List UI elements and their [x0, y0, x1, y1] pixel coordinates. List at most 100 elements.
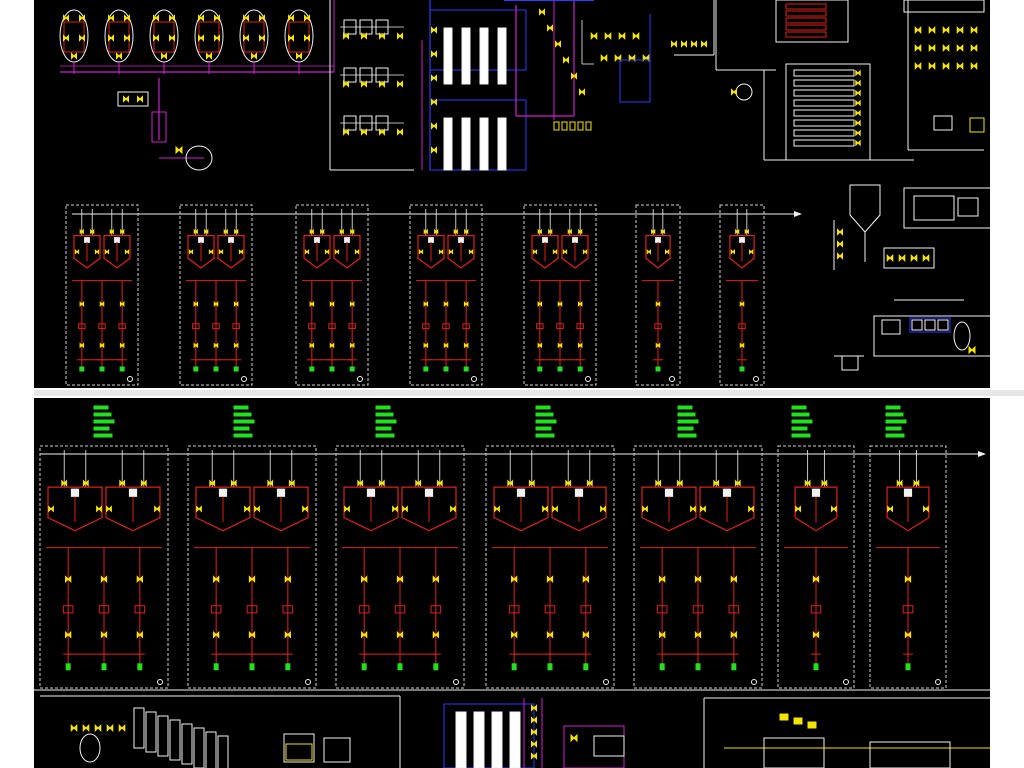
valve-icon [378, 479, 385, 487]
valve-icon [577, 342, 583, 349]
valve-icon [511, 575, 518, 583]
valve-icon [494, 505, 500, 513]
valve-icon [188, 248, 194, 255]
pump-icon [654, 323, 662, 330]
valve-icon [284, 575, 291, 583]
pump-icon [462, 323, 470, 330]
valve-icon [730, 630, 737, 639]
spec-label [233, 433, 253, 438]
filter-press [903, 187, 990, 229]
valve-icon [193, 342, 199, 349]
tank-icon [73, 235, 101, 269]
valve-icon [74, 248, 80, 255]
valve-icon [431, 122, 437, 130]
process-unit-double [187, 445, 317, 689]
pump-icon [544, 605, 556, 614]
unit-number-marker [127, 376, 133, 382]
process-unit-single [719, 204, 765, 386]
valve-icon [555, 40, 561, 48]
valve-icon [665, 248, 670, 255]
outlet-marker [659, 663, 665, 671]
valve-icon [302, 505, 308, 513]
filter-column-icon [455, 711, 467, 768]
spec-label [677, 405, 693, 410]
valve-icon [546, 630, 554, 639]
pump-icon [348, 323, 356, 330]
unit-number-marker [305, 679, 311, 685]
valve-icon [886, 253, 894, 263]
valve-icon [136, 575, 143, 583]
valve-icon [392, 505, 398, 513]
equipment-rack [775, 0, 849, 43]
spec-label [375, 433, 395, 438]
pump-icon [212, 323, 220, 330]
unit-number-marker [241, 376, 247, 382]
valve-icon [423, 342, 429, 349]
process-unit-double [523, 204, 597, 386]
valve-icon [855, 79, 861, 87]
valve-icon [118, 723, 126, 733]
valve-icon [193, 301, 199, 307]
valve-icon [361, 32, 367, 40]
valve-icon [334, 248, 340, 255]
valve-icon [379, 80, 385, 88]
outlet-marker [739, 366, 745, 372]
valve-icon [464, 228, 469, 235]
pump-icon [98, 605, 110, 614]
valve-icon [436, 479, 443, 487]
tank-icon [195, 486, 251, 532]
valve-icon [116, 52, 122, 60]
equipment-rack [133, 707, 145, 749]
valve-icon [320, 228, 325, 235]
valve-icon [837, 228, 843, 236]
spec-label [233, 412, 252, 417]
pump-icon [118, 323, 126, 330]
valve-icon [571, 72, 577, 80]
tank-icon [794, 486, 838, 532]
bottom-drawing-panel [34, 398, 990, 768]
valve-icon [193, 228, 198, 235]
filter-column-icon [509, 711, 521, 768]
valve-icon [659, 630, 666, 639]
valve-icon [531, 728, 537, 736]
valve-icon [646, 248, 651, 255]
pump-icon [576, 323, 584, 330]
valve-icon [448, 248, 454, 255]
pump-icon [422, 323, 430, 330]
valve-icon [361, 128, 367, 136]
valve-icon [928, 61, 936, 71]
filter-column-icon [479, 27, 489, 85]
valve-icon [431, 146, 437, 154]
valve-icon [855, 119, 861, 127]
valve-icon [70, 723, 78, 733]
outlet-marker [233, 366, 239, 372]
valve-icon [942, 25, 950, 35]
valve-icon [431, 50, 437, 58]
valve-icon [208, 248, 214, 255]
equipment-rack [205, 731, 217, 768]
valve-icon [175, 145, 183, 155]
valve-icon [837, 240, 843, 248]
top-drawing-panel [34, 0, 990, 388]
valve-icon [119, 301, 125, 307]
spec-label [791, 405, 807, 410]
valve-icon [855, 69, 861, 77]
outlet-marker [285, 663, 291, 671]
pump-icon [593, 735, 625, 757]
valve-icon [343, 32, 349, 40]
valve-icon [329, 342, 335, 349]
valve-icon [956, 25, 964, 35]
valve-icon [812, 630, 820, 639]
spec-label [535, 405, 551, 410]
valve-icon [632, 31, 640, 41]
spec-label [535, 426, 552, 431]
spec-label [233, 419, 255, 424]
pump-icon [728, 605, 740, 614]
valve-icon [82, 479, 89, 487]
valve-icon [379, 128, 385, 136]
valve-icon [223, 228, 228, 235]
equipment-skid [869, 741, 951, 768]
valve-icon [563, 56, 569, 64]
tank-icon [79, 733, 101, 763]
unit-number-marker [753, 376, 759, 382]
